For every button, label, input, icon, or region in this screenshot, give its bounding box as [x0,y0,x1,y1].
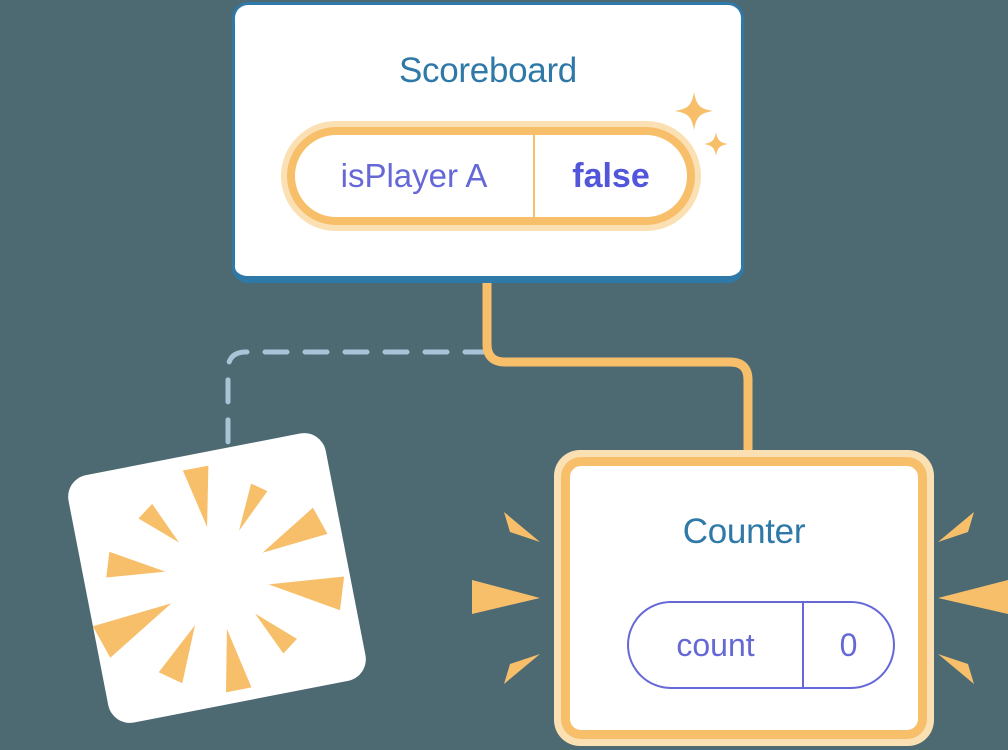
scoreboard-title: Scoreboard [399,51,577,90]
ray [938,512,974,542]
burst-rays [92,465,345,693]
scoreboard-state-key: isPlayer A [295,135,535,217]
burst-ray-group [92,465,345,693]
counter-title: Counter [682,512,806,551]
counter-card[interactable]: Counter count 0 [554,450,934,746]
scoreboard-card[interactable]: Scoreboard isPlayer A false [232,2,744,283]
counter-state-value: 0 [839,626,858,663]
scoreboard-state-value: false [572,156,650,195]
counter-state-pill[interactable]: count 0 [627,601,895,689]
scoreboard-state-pill-inner: isPlayer A false [287,127,695,225]
counter-emphasis-rays-right [938,512,1008,684]
counter-emphasis-rays-left [472,512,540,684]
solid-connector-to-counter [482,283,753,458]
ray [938,580,1008,614]
counter-state-key: count [629,603,804,687]
burst-card[interactable] [64,429,370,727]
ray [504,654,540,684]
counter-card-inner: Counter count 0 [561,457,927,739]
scoreboard-state-pill[interactable]: isPlayer A false [281,121,701,231]
ray [938,654,974,684]
ray [472,580,540,614]
ray [504,512,540,542]
